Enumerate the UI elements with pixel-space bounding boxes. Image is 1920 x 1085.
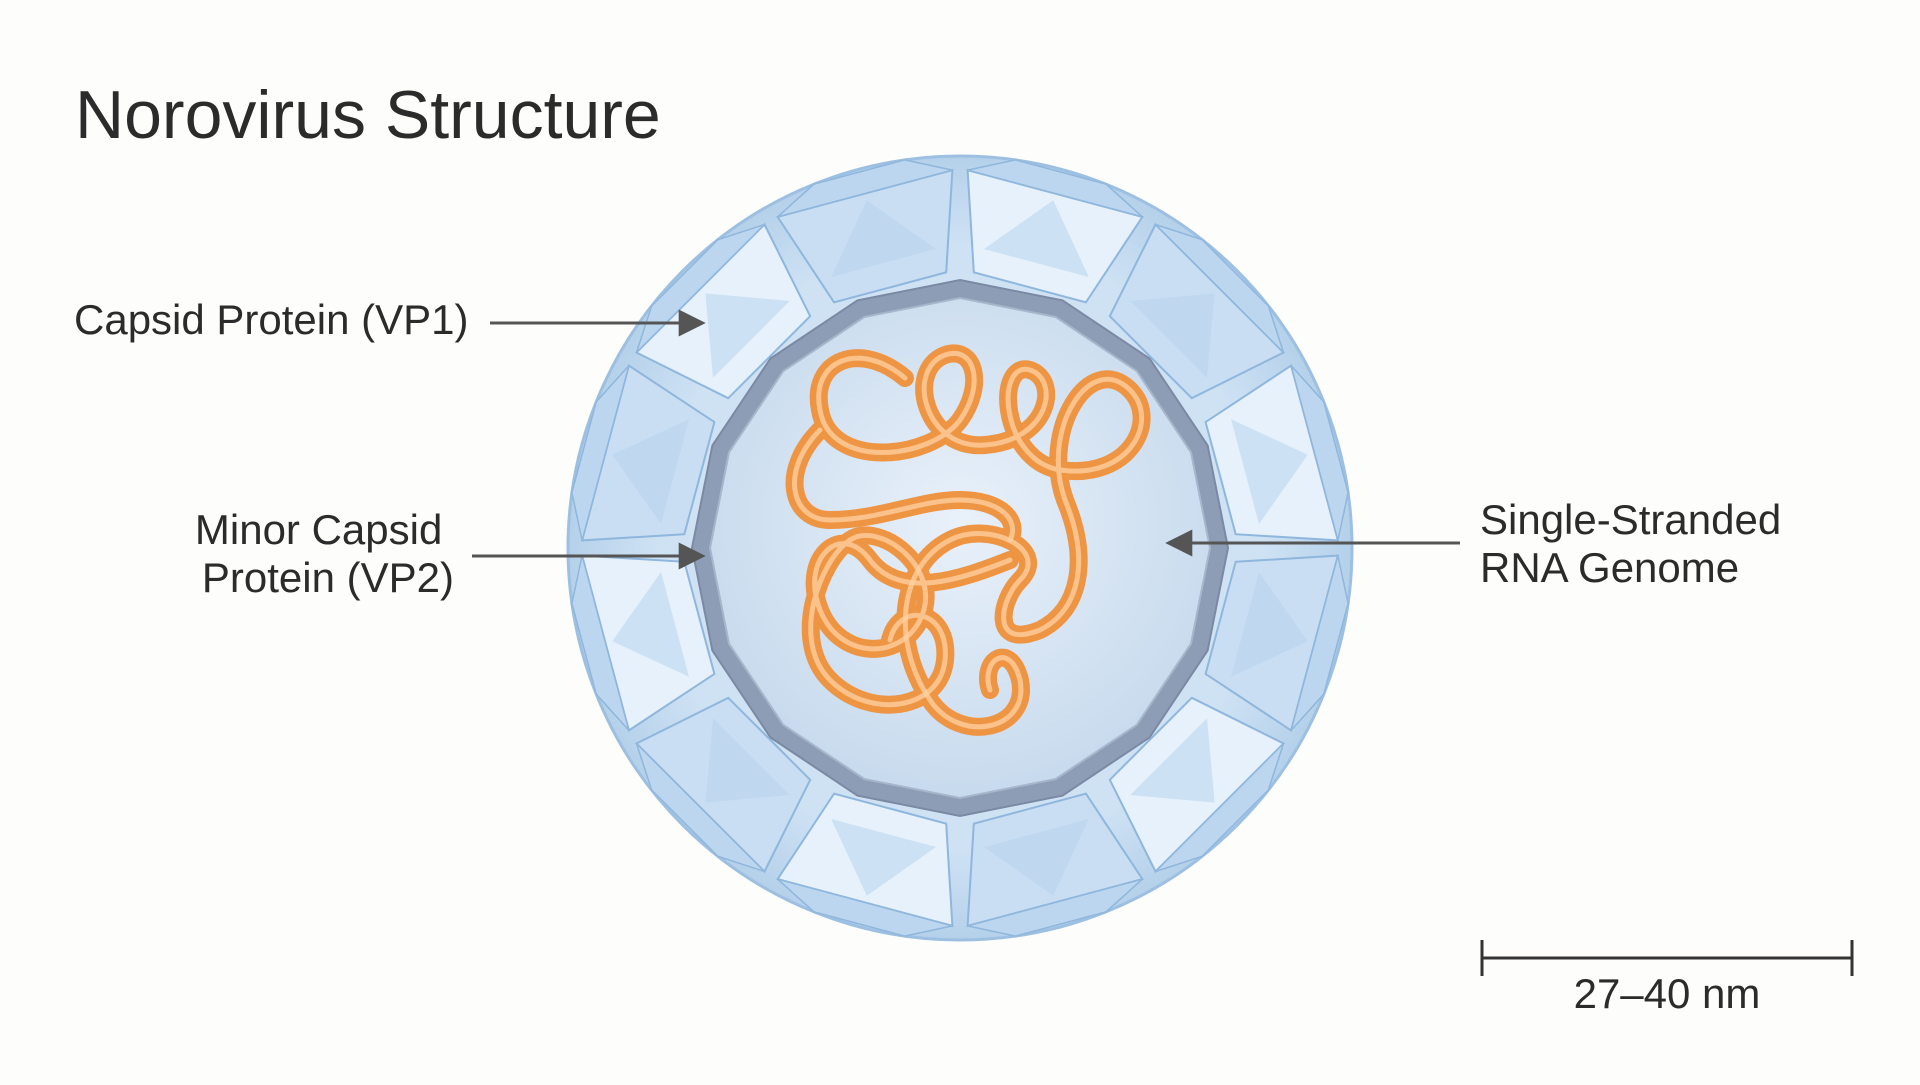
label-minor-capsid-line1: Minor Capsid: [195, 506, 442, 553]
capsid-rim-tile: [967, 159, 1143, 218]
capsid-rim-tile: [777, 878, 953, 937]
capsid-rim-tile: [777, 159, 953, 218]
capsid-rim-tile: [1154, 223, 1285, 354]
rna-genome: [785, 344, 1151, 736]
capsid-facet: [831, 200, 936, 277]
scale-bar-label: 27–40 nm: [1574, 970, 1761, 1017]
capsid-rim-tile: [1290, 365, 1349, 541]
label-rna-line2: RNA Genome: [1480, 544, 1739, 591]
capsid-facet: [1231, 419, 1308, 524]
label-capsid-vp1: Capsid Protein (VP1): [74, 296, 469, 343]
capsid-rim-tile: [571, 365, 630, 541]
capsid-facet: [984, 819, 1089, 896]
scale-bar: [1480, 940, 1854, 976]
label-rna-line1: Single-Stranded: [1480, 496, 1781, 543]
capsid-facet: [612, 419, 689, 524]
capsid-facet: [705, 718, 790, 803]
capsid-facet: [831, 819, 936, 896]
capsid-tiles: [571, 159, 1349, 937]
capsid-rim-tile: [571, 555, 630, 731]
capsid-rim-tile: [967, 878, 1143, 937]
label-rna-genome: Single-Stranded RNA Genome: [1480, 496, 1793, 591]
capsid-facet: [1130, 718, 1215, 803]
capsid-rim-tile: [1290, 555, 1349, 731]
capsid-facet: [612, 572, 689, 677]
capsid-facet: [705, 293, 790, 378]
capsid-facet: [1231, 572, 1308, 677]
label-minor-capsid: Minor Capsid Protein (VP2): [195, 506, 454, 601]
label-minor-capsid-line2: Protein (VP2): [202, 554, 454, 601]
capsid-facet: [984, 200, 1089, 277]
capsid-facet: [1130, 293, 1215, 378]
capsid-rim-tile: [635, 742, 766, 873]
page-title: Norovirus Structure: [75, 77, 661, 153]
capsid-rim-tile: [1154, 742, 1285, 873]
